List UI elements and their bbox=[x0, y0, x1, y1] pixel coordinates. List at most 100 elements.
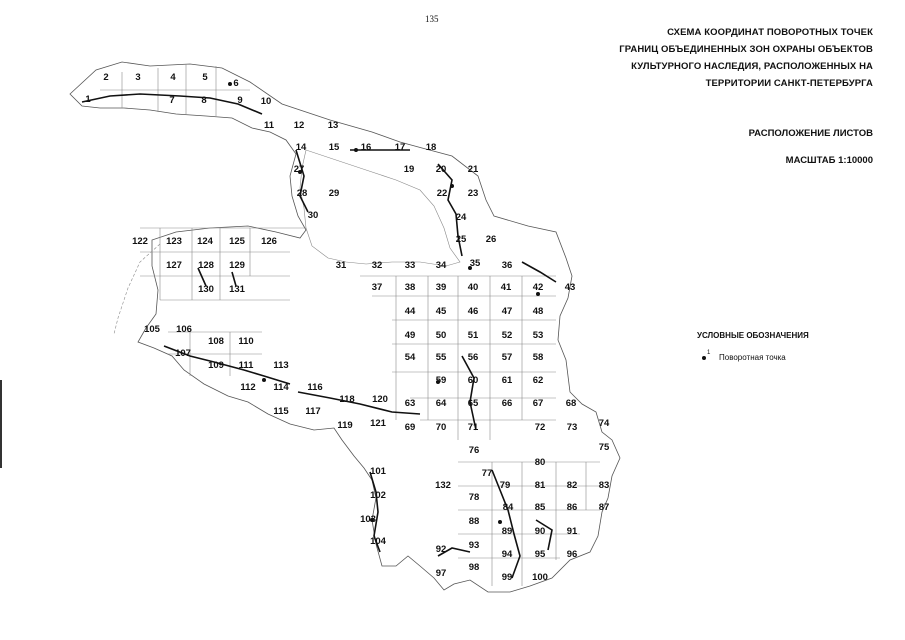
sheet-number: 84 bbox=[503, 502, 514, 513]
sheet-number: 104 bbox=[370, 536, 387, 547]
sheet-number: 52 bbox=[502, 330, 513, 341]
sheet-number: 29 bbox=[329, 188, 340, 199]
sheet-number: 73 bbox=[567, 422, 578, 433]
gulf-shoreline bbox=[113, 243, 161, 335]
sheet-number: 118 bbox=[339, 394, 354, 405]
sheet-number: 19 bbox=[404, 164, 415, 175]
sheet-number: 91 bbox=[567, 526, 578, 537]
sheet-number: 71 bbox=[468, 422, 479, 433]
sheet-number: 101 bbox=[370, 466, 387, 477]
sheet-number: 125 bbox=[229, 236, 246, 247]
sheet-number: 22 bbox=[437, 188, 448, 199]
sheet-number: 38 bbox=[405, 282, 416, 293]
sheet-number: 51 bbox=[468, 330, 479, 341]
page-number: 135 bbox=[425, 14, 439, 24]
sheet-number: 129 bbox=[229, 260, 245, 271]
sheet-number: 13 bbox=[328, 120, 339, 131]
sheet-number: 76 bbox=[469, 445, 480, 456]
sheet-number: 70 bbox=[436, 422, 447, 433]
sheet-number: 64 bbox=[436, 398, 447, 409]
sheet-number: 72 bbox=[535, 422, 546, 433]
edge-mark bbox=[0, 380, 2, 468]
protection-zones bbox=[81, 93, 557, 579]
sheet-number: 89 bbox=[502, 526, 513, 537]
sheet-number: 41 bbox=[501, 282, 512, 293]
sheet-number: 81 bbox=[535, 480, 546, 491]
turning-point bbox=[354, 148, 358, 152]
sheet-number: 80 bbox=[535, 457, 546, 468]
sheet-number: 48 bbox=[533, 306, 544, 317]
sheet-number: 43 bbox=[565, 282, 576, 293]
sheet-number: 132 bbox=[435, 480, 451, 491]
sheet-number: 15 bbox=[329, 142, 340, 153]
sheet-number: 107 bbox=[175, 348, 191, 359]
sheet-number: 63 bbox=[405, 398, 416, 409]
map-title: СХЕМА КООРДИНАТ ПОВОРОТНЫХ ТОЧЕК ГРАНИЦ … bbox=[619, 24, 873, 92]
sheet-number: 34 bbox=[436, 260, 447, 271]
title-line: КУЛЬТУРНОГО НАСЛЕДИЯ, РАСПОЛОЖЕННЫХ НА bbox=[631, 61, 873, 72]
sheet-number: 122 bbox=[132, 236, 148, 247]
city-boundary bbox=[69, 61, 621, 593]
turning-point bbox=[228, 82, 232, 86]
sheet-number: 18 bbox=[426, 142, 437, 153]
sheet-number: 106 bbox=[176, 324, 192, 335]
sheet-number: 74 bbox=[599, 418, 610, 429]
sheet-number: 37 bbox=[372, 282, 383, 293]
sheet-number: 87 bbox=[599, 502, 610, 513]
sheet-number: 103 bbox=[360, 514, 376, 525]
sheet-number: 123 bbox=[166, 236, 182, 247]
sheet-number: 23 bbox=[468, 188, 479, 199]
sheet-number: 45 bbox=[436, 306, 447, 317]
sheet-number: 102 bbox=[370, 490, 386, 501]
sheet-number: 67 bbox=[533, 398, 544, 409]
title-line: СХЕМА КООРДИНАТ ПОВОРОТНЫХ ТОЧЕК bbox=[667, 27, 873, 38]
sheet-number: 11 bbox=[264, 120, 275, 131]
sheet-number: 25 bbox=[456, 234, 467, 245]
sheet-number: 47 bbox=[502, 306, 513, 317]
sheet-number: 94 bbox=[502, 549, 513, 560]
legend: УСЛОВНЫЕ ОБОЗНАЧЕНИЯ 1 Поворотная точка bbox=[697, 331, 809, 364]
legend-label: Поворотная точка bbox=[719, 353, 786, 362]
sheet-number: 61 bbox=[502, 375, 513, 386]
sheet-number: 57 bbox=[502, 352, 513, 363]
sheet-number: 131 bbox=[229, 284, 246, 295]
sheet-number: 86 bbox=[567, 502, 578, 513]
sheet-number: 109 bbox=[208, 360, 224, 371]
sheet-number: 112 bbox=[240, 382, 255, 393]
sheet-number: 56 bbox=[468, 352, 479, 363]
sheet-number: 90 bbox=[535, 526, 546, 537]
sheet-number: 3 bbox=[135, 72, 140, 83]
sheet-number: 62 bbox=[533, 375, 544, 386]
sheet-number: 27 bbox=[294, 164, 305, 175]
sheet-number: 40 bbox=[468, 282, 479, 293]
sheet-number: 26 bbox=[486, 234, 497, 245]
sheet-number: 12 bbox=[294, 120, 305, 131]
sheet-number: 14 bbox=[296, 142, 307, 153]
point-icon bbox=[702, 356, 706, 360]
sheet-number: 33 bbox=[405, 260, 416, 271]
sheet-number: 16 bbox=[361, 142, 372, 153]
turning-point bbox=[370, 518, 374, 522]
turning-point bbox=[436, 380, 440, 384]
sheet-number: 121 bbox=[370, 418, 387, 429]
sheet-number: 105 bbox=[144, 324, 161, 335]
sheet-number: 117 bbox=[305, 406, 320, 417]
sheet-number: 30 bbox=[308, 210, 319, 221]
sheet-number: 44 bbox=[405, 306, 416, 317]
sheet-number: 46 bbox=[468, 306, 479, 317]
sheet-number: 115 bbox=[273, 406, 289, 417]
sheet-number: 75 bbox=[599, 442, 610, 453]
sheet-number: 99 bbox=[502, 572, 513, 583]
sheet-number: 68 bbox=[566, 398, 577, 409]
sheet-number: 5 bbox=[202, 72, 208, 83]
legend-heading: УСЛОВНЫЕ ОБОЗНАЧЕНИЯ bbox=[697, 331, 809, 340]
sheet-grid bbox=[100, 64, 600, 586]
turning-point bbox=[468, 266, 472, 270]
turning-point bbox=[498, 520, 502, 524]
sheet-number: 53 bbox=[533, 330, 544, 341]
sheet-number: 20 bbox=[436, 164, 447, 175]
sheet-number: 120 bbox=[372, 394, 388, 405]
